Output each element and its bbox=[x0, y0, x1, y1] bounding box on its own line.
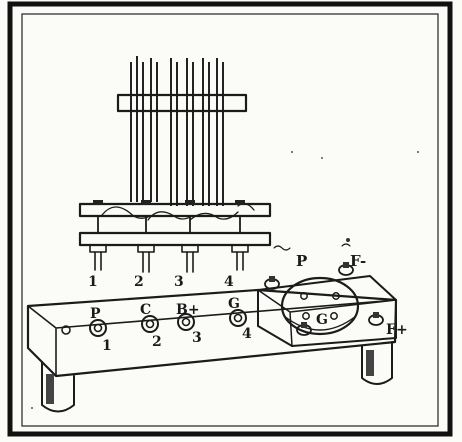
terminal-pins bbox=[89, 244, 249, 273]
socket-label-p: P bbox=[296, 252, 307, 270]
base-board bbox=[26, 288, 398, 378]
label-c: C bbox=[140, 302, 151, 318]
socket-terminal-fminus bbox=[338, 262, 354, 276]
socket-label-fplus: F+ bbox=[386, 322, 408, 338]
pin-number-1: 1 bbox=[88, 274, 98, 290]
coil-plates bbox=[130, 56, 224, 206]
binding-post-c bbox=[141, 315, 159, 333]
leg-left bbox=[41, 361, 75, 413]
socket-plate-edges bbox=[257, 289, 397, 347]
base-number-2: 2 bbox=[152, 334, 162, 350]
socket-terminal-g bbox=[296, 322, 312, 336]
inner-border bbox=[21, 13, 439, 427]
binding-post-p bbox=[89, 319, 107, 337]
label-g: G bbox=[228, 296, 240, 312]
illustration-border bbox=[7, 1, 453, 437]
pin-number-3: 3 bbox=[174, 274, 184, 290]
binding-post-bplus bbox=[177, 313, 195, 331]
socket-label-fminus: F- bbox=[350, 252, 366, 270]
wire-flourish-p bbox=[273, 245, 291, 251]
base-screw bbox=[61, 325, 71, 335]
lead-wire-1 bbox=[101, 206, 149, 219]
print-specks bbox=[31, 151, 419, 409]
pin-number-2: 2 bbox=[134, 274, 144, 290]
leg-right bbox=[361, 341, 393, 385]
terminal-board-top bbox=[78, 202, 272, 218]
upper-clamp-bar bbox=[116, 93, 248, 113]
socket-terminal-p bbox=[264, 276, 280, 290]
socket-plate bbox=[257, 275, 397, 347]
terminal-board-bottom bbox=[78, 231, 272, 247]
pin-number-4: 4 bbox=[224, 274, 234, 290]
label-p: P bbox=[90, 306, 101, 322]
base-number-4: 4 bbox=[242, 326, 252, 342]
socket-terminal-fplus bbox=[368, 312, 384, 326]
wire-flourish-f bbox=[341, 243, 351, 247]
base-number-3: 3 bbox=[192, 330, 202, 346]
wire-dot-f bbox=[346, 238, 350, 242]
binding-post-g bbox=[229, 309, 247, 327]
tube-socket bbox=[280, 276, 360, 336]
base-number-1: 1 bbox=[102, 338, 112, 354]
base-board-edges bbox=[27, 299, 397, 377]
socket-label-g: G bbox=[316, 312, 328, 328]
label-bplus: B+ bbox=[176, 302, 200, 318]
